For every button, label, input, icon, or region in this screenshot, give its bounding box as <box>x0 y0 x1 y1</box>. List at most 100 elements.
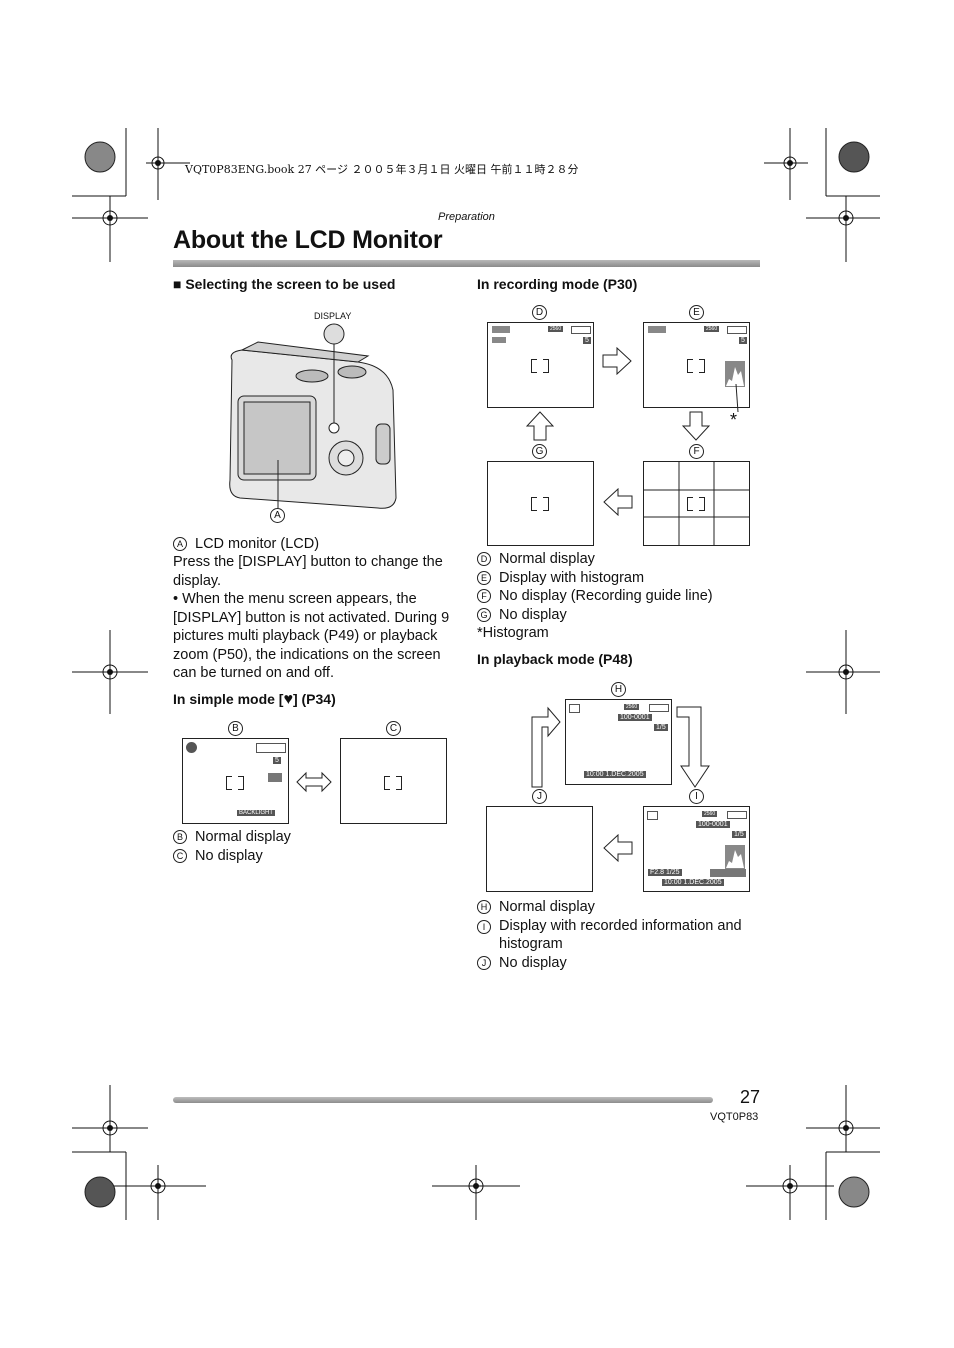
histogram-graphic <box>725 361 745 387</box>
print-header: VQT0P83ENG.book 27 ページ ２００５年３月１日 火曜日 午前１… <box>185 163 579 176</box>
item-text: Normal display <box>499 899 595 915</box>
file-number: 100-0001 <box>618 714 652 721</box>
mode-icon <box>648 326 666 333</box>
list-item: I Display with recorded information and h… <box>477 917 762 954</box>
recording-heading: In recording mode (P30) <box>477 276 638 292</box>
list-item: C No display <box>173 847 291 866</box>
af-frame <box>687 497 705 511</box>
battery-icon <box>649 704 669 712</box>
page-number: 27 <box>740 1087 761 1107</box>
figure-label-d: D <box>532 305 547 320</box>
histogram-graphic <box>725 845 745 869</box>
exposure-info: F2.8 1/25 <box>648 869 682 876</box>
marker-d: D <box>477 552 491 566</box>
playback-icon <box>569 704 580 713</box>
item-text: No display <box>499 954 567 971</box>
quality-icon <box>268 773 282 782</box>
page-title: About the LCD Monitor <box>173 226 443 254</box>
figure-label-i: I <box>689 789 704 804</box>
datetime: 10:00 1.DEC.2005 <box>584 771 646 778</box>
arrow-up-bent-icon <box>531 706 561 788</box>
simple-heading-start: In simple mode [ <box>173 691 284 707</box>
arrow-up-icon <box>526 411 554 441</box>
marker-j: J <box>477 955 491 970</box>
playback-heading: In playback mode (P48) <box>477 651 633 667</box>
af-frame <box>226 776 244 790</box>
guide-line-grid <box>644 462 749 545</box>
figure-label-h: H <box>611 682 626 697</box>
camera-illustration <box>229 323 397 509</box>
mode-icon <box>492 326 510 333</box>
marker-i: I <box>477 919 491 934</box>
item-text: Display with recorded information and hi… <box>499 917 742 953</box>
af-frame <box>384 776 402 790</box>
list-item: G No display <box>477 606 713 625</box>
figure-label-f: F <box>689 444 704 459</box>
flash-icon <box>186 742 197 753</box>
arrow-left-icon <box>603 488 633 516</box>
simple-mode-heading: In simple mode [♥] (P34) <box>173 691 336 709</box>
model-code: VQT0P83 <box>710 1111 759 1123</box>
item-text: No display <box>499 606 567 623</box>
list-item: J No display <box>477 954 762 973</box>
resolution-badge: 2560 <box>548 326 564 332</box>
screen-b: 5 BACKLIGHT <box>182 738 289 824</box>
stabilizer-icon <box>492 337 506 343</box>
marker-f: F <box>477 589 491 604</box>
af-frame <box>531 497 549 511</box>
figure-label-j: J <box>532 789 547 804</box>
title-rule <box>173 260 760 267</box>
battery-icon <box>727 811 747 819</box>
screen-d: 2560 5 <box>487 322 594 408</box>
frame-counter: 1/5 <box>654 724 668 731</box>
screen-e: 2560 5 <box>643 322 750 408</box>
arrow-left-icon <box>603 834 633 862</box>
item-text: Display with histogram <box>499 569 645 586</box>
item-text: Normal display <box>499 551 595 567</box>
marker-g: G <box>477 607 491 622</box>
battery-icon <box>727 326 747 334</box>
arrow-down-bent-icon <box>676 706 710 788</box>
heart-icon: ♥ <box>283 691 293 708</box>
marker-a: A <box>173 537 187 551</box>
af-frame <box>531 359 549 373</box>
remaining-count: 5 <box>739 337 747 344</box>
figure-label-a: A <box>270 508 285 523</box>
screen-f <box>643 461 750 546</box>
list-item: E Display with histogram <box>477 569 713 588</box>
footer-rule <box>173 1097 713 1103</box>
histogram-note: *Histogram <box>477 625 549 642</box>
datetime: 10:00 1.DEC.2005 <box>662 879 724 886</box>
arrow-down-icon <box>682 411 710 441</box>
backlight-label: BACKLIGHT <box>237 810 276 816</box>
remaining-count: 5 <box>273 757 281 764</box>
screen-c <box>340 738 447 824</box>
battery-icon <box>571 326 591 334</box>
display-paragraph: Press the [DISPLAY] button to change the… <box>173 554 443 589</box>
double-arrow-icon <box>296 771 332 793</box>
settings-icons <box>710 869 746 877</box>
resolution-badge: 2560 <box>624 704 640 710</box>
figure-label-b: B <box>228 721 243 736</box>
playback-icon <box>647 811 658 820</box>
list-item: F No display (Recording guide line) <box>477 587 713 606</box>
simple-heading-end: ] (P34) <box>292 691 336 707</box>
display-label: DISPLAY <box>314 311 352 321</box>
item-text: No display <box>195 847 263 864</box>
frame-counter: 1/5 <box>732 831 746 838</box>
item-text: No display (Recording guide line) <box>499 588 713 605</box>
marker-c: C <box>173 848 187 863</box>
histogram-pointer <box>735 384 739 413</box>
asterisk-marker: * <box>730 410 738 430</box>
screen-j <box>486 806 593 892</box>
marker-e: E <box>477 570 491 585</box>
arrow-right-icon <box>602 347 632 375</box>
resolution-badge: 2560 <box>704 326 720 332</box>
screen-i: 2560 100-0001 1/5 F2.8 1/25 10:00 1.DEC.… <box>643 806 750 892</box>
marker-b: B <box>173 830 187 844</box>
